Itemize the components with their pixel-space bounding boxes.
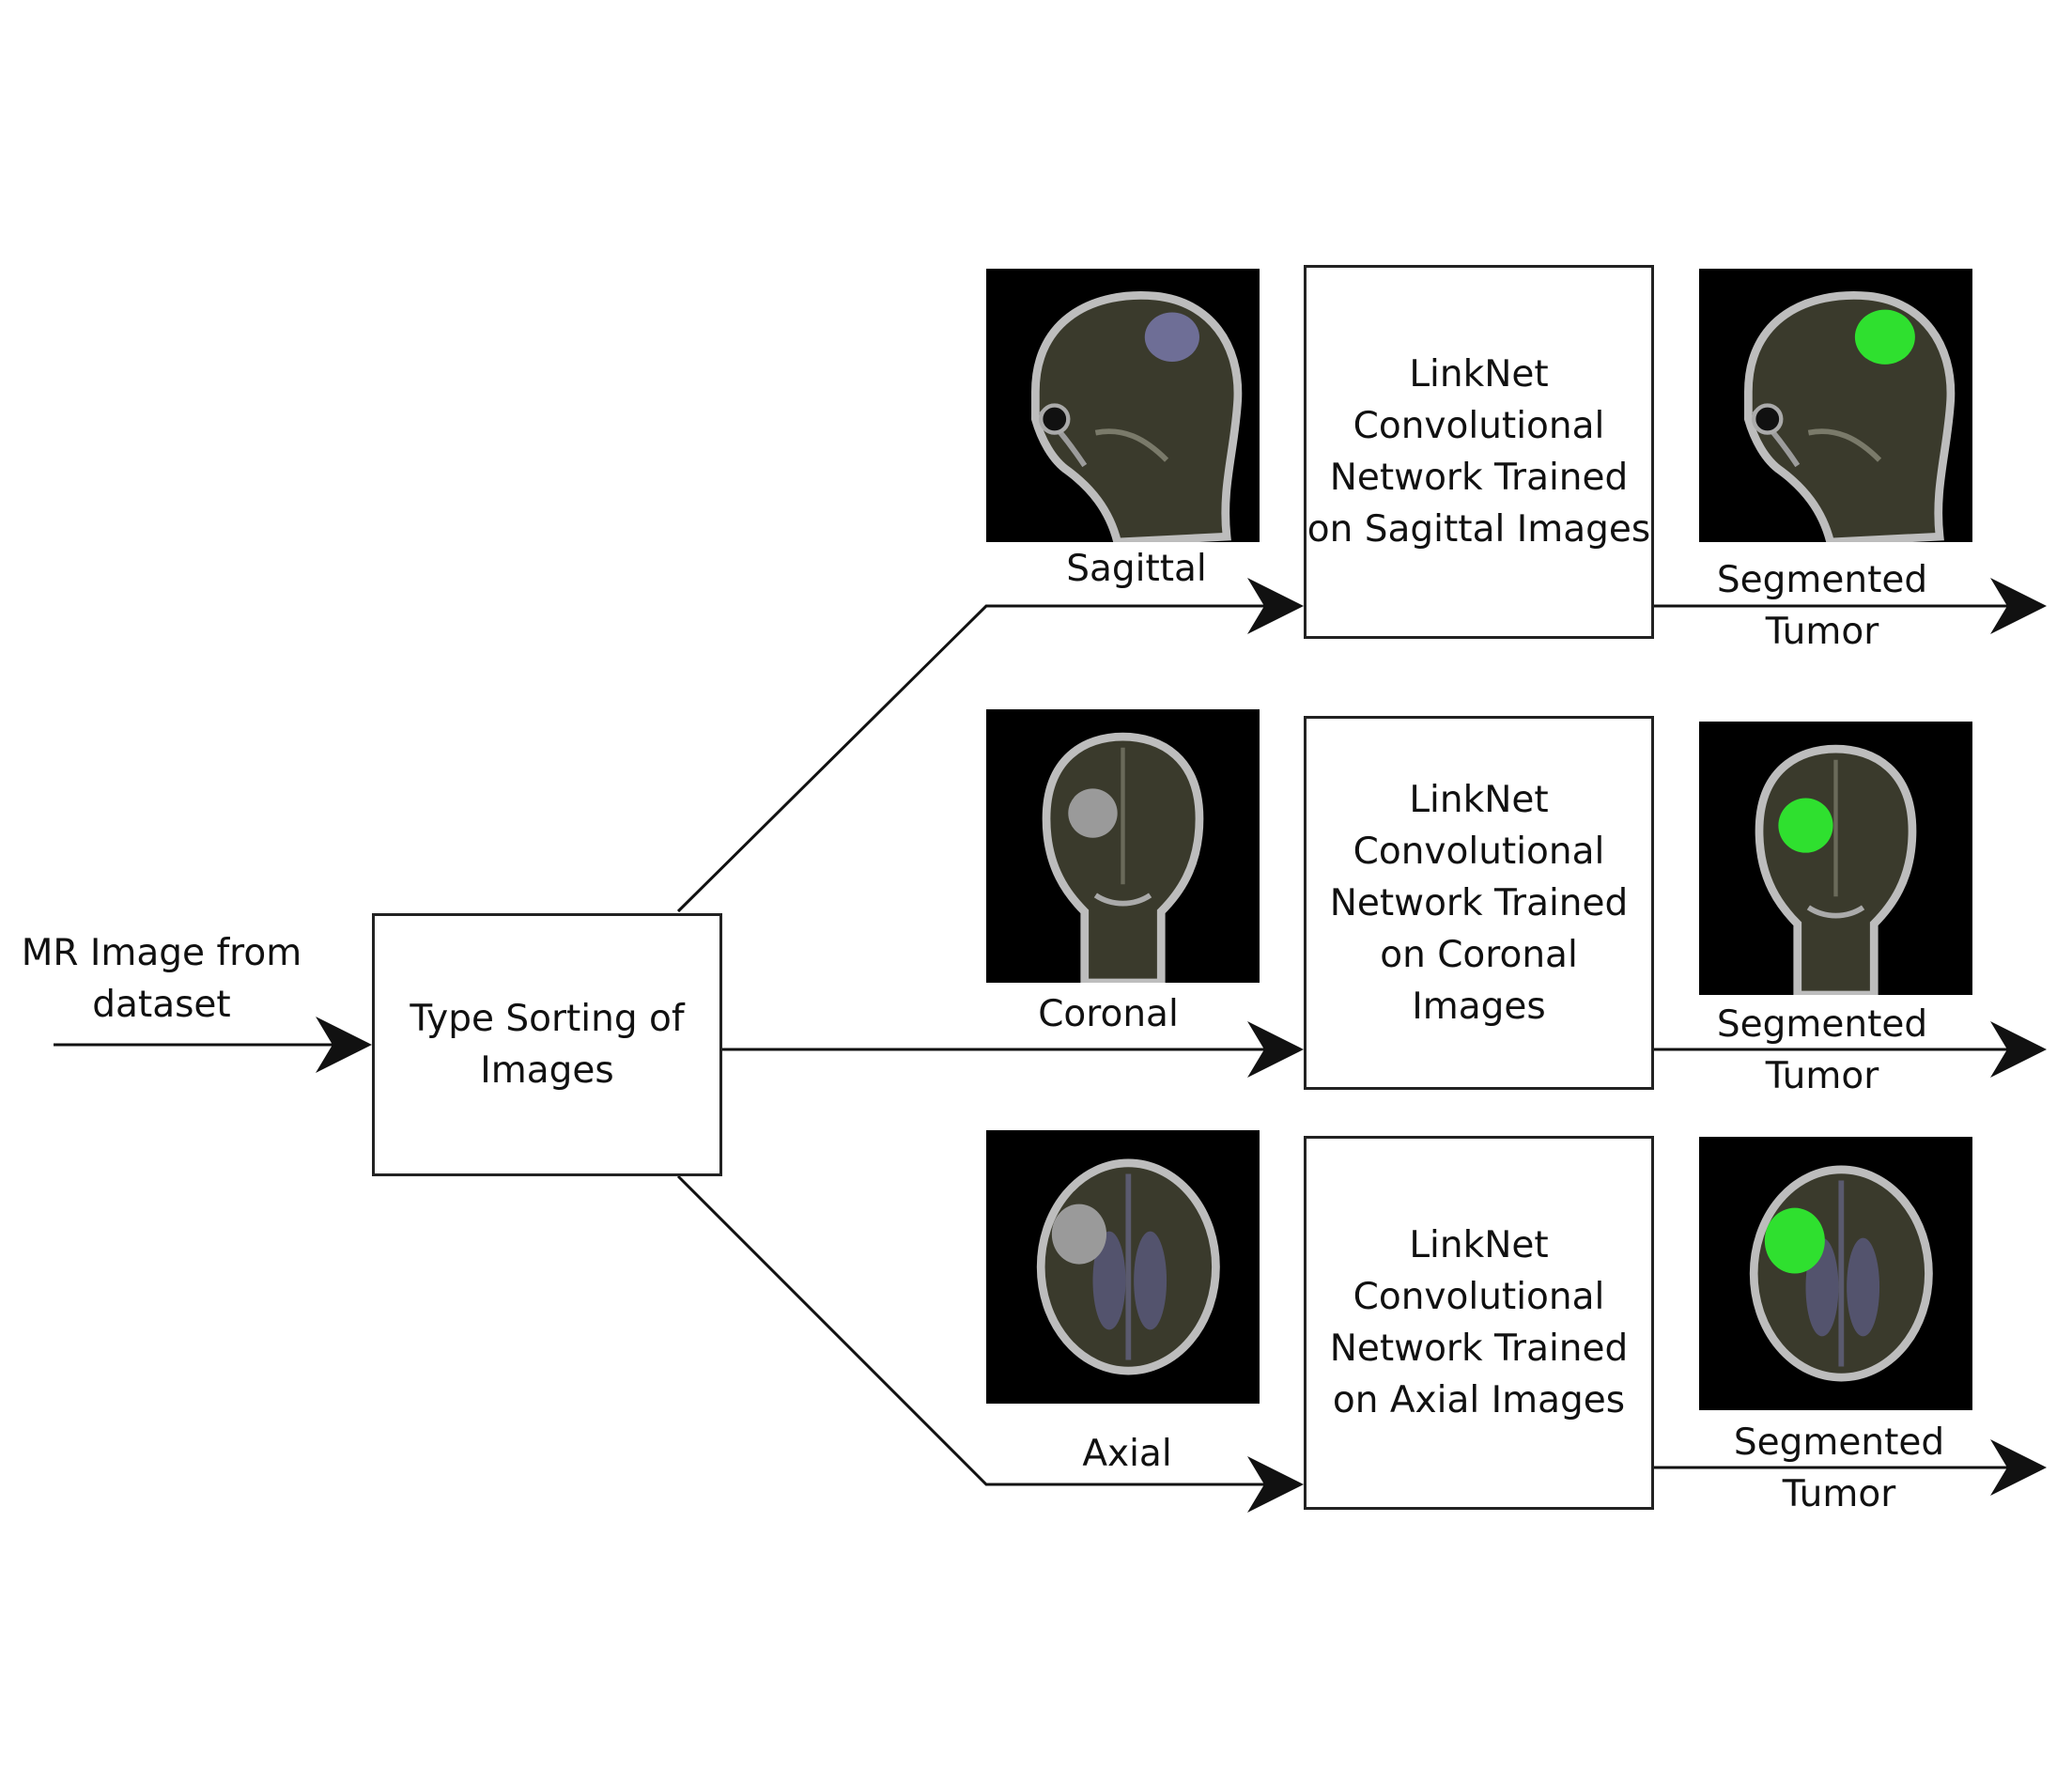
coronal-network-line2: Convolutional [1353, 830, 1605, 873]
axial-network-line2: Convolutional [1353, 1276, 1605, 1318]
coronal-network-line4: on Coronal [1380, 933, 1578, 976]
axial-head-image [1036, 1158, 1220, 1375]
axial-tumor-mask [1764, 1207, 1825, 1274]
sagittal-network-line3: Network Trained [1329, 457, 1629, 499]
coronal-tumor-mask [1778, 798, 1833, 853]
axial-output-line2: Tumor [1782, 1473, 1896, 1515]
axial-network-line4: on Axial Images [1332, 1379, 1626, 1421]
sagittal-output-label: Segmented Tumor [1700, 554, 1944, 658]
axial-segmented-image [1749, 1165, 1933, 1382]
input-label: MR Image from dataset [21, 927, 302, 1031]
coronal-output-line2: Tumor [1765, 1055, 1879, 1097]
axial-network-line3: Network Trained [1329, 1328, 1629, 1370]
axial-segmented-scan [1699, 1137, 1972, 1410]
sagittal-segmented-scan [1699, 269, 1972, 542]
coronal-network-line3: Network Trained [1329, 881, 1629, 924]
coronal-segmented-image [1755, 744, 1917, 995]
sagittal-view-label: Sagittal [1066, 548, 1207, 590]
type-sorting-line2: Images [480, 1049, 614, 1092]
coronal-input-scan [986, 709, 1260, 983]
coronal-network-box: LinkNet Convolutional Network Trained on… [1304, 716, 1654, 1090]
sagittal-output-line1: Segmented [1716, 559, 1928, 601]
coronal-view-label: Coronal [1038, 993, 1179, 1035]
coronal-output-label: Segmented Tumor [1700, 999, 1944, 1102]
type-sorting-box: Type Sorting of Images [372, 913, 722, 1176]
sagittal-network-line2: Convolutional [1353, 405, 1605, 447]
coronal-head-image [1042, 732, 1204, 983]
sagittal-head-image [1031, 291, 1243, 542]
axial-network-box: LinkNet Convolutional Network Trained on… [1304, 1136, 1654, 1510]
axial-network-line1: LinkNet [1409, 1224, 1549, 1266]
coronal-output-line1: Segmented [1716, 1003, 1928, 1046]
coronal-segmented-scan [1699, 722, 1972, 995]
sagittal-branch-arrow [676, 578, 1304, 913]
coronal-network-line1: LinkNet [1409, 778, 1549, 821]
sagittal-output-line2: Tumor [1765, 611, 1879, 653]
sagittal-network-box: LinkNet Convolutional Network Trained on… [1304, 265, 1654, 639]
input-label-line2: dataset [92, 984, 231, 1026]
sagittal-input-scan [986, 269, 1260, 542]
input-label-line1: MR Image from [21, 932, 302, 974]
axial-output-label: Segmented Tumor [1717, 1417, 1961, 1520]
sagittal-segmented-image [1744, 291, 1956, 542]
sagittal-tumor-mask [1854, 309, 1915, 365]
axial-output-line1: Segmented [1733, 1421, 1945, 1464]
type-sorting-line1: Type Sorting of [410, 998, 685, 1040]
coronal-network-line5: Images [1412, 985, 1546, 1028]
axial-view-label: Axial [1082, 1433, 1172, 1475]
axial-branch-arrow [676, 1174, 1304, 1513]
axial-input-scan [986, 1130, 1260, 1404]
sagittal-network-line4: on Sagittal Images [1307, 508, 1651, 551]
sagittal-network-line1: LinkNet [1409, 353, 1549, 396]
